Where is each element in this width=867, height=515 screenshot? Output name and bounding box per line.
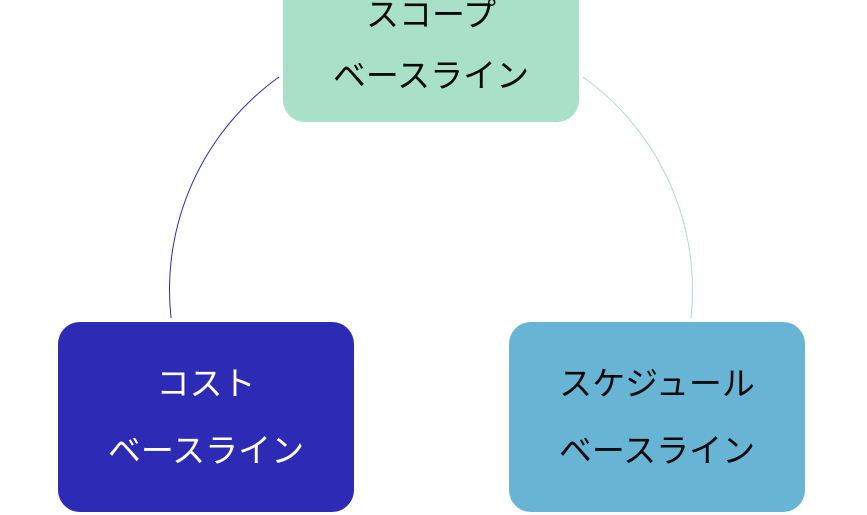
cost-baseline-line-1: コスト — [156, 364, 256, 403]
cost-baseline-node: コスト ベースライン — [58, 322, 354, 512]
schedule-baseline-node: スケジュール ベースライン — [509, 322, 805, 512]
connector-scope-to-cost — [169, 76, 280, 319]
cost-baseline-line-2: ベースライン — [107, 431, 305, 470]
connector-scope-to-schedule — [582, 76, 693, 319]
scope-baseline-line-2: ベースライン — [332, 56, 530, 95]
schedule-baseline-line-2: ベースライン — [558, 431, 756, 470]
scope-baseline-line-1: スコープ — [365, 0, 497, 34]
schedule-baseline-line-1: スケジュール — [559, 364, 755, 403]
scope-baseline-node: スコープ ベースライン — [283, 0, 579, 122]
